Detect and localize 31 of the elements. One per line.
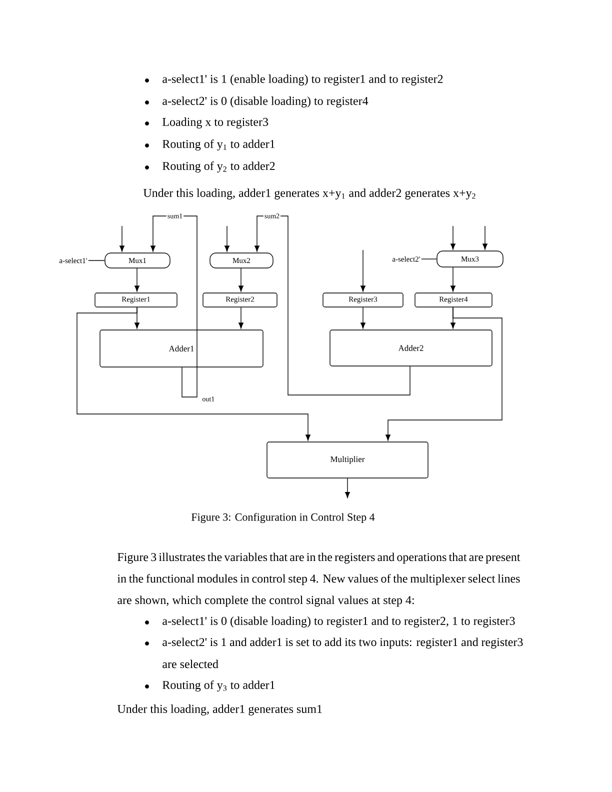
arrow (150, 216, 198, 398)
list-item: a-select1' is 1 (enable loading) to register1 and to register2 (162, 74, 443, 86)
arrow (238, 268, 244, 292)
list-item: a-select1' is 0 (disable loading) to register1 and to register2, 1 to register3 (162, 616, 515, 628)
arrow (450, 267, 456, 292)
list-item: a-select2' is 0 (disable loading) to register4 (162, 96, 368, 108)
adder-box: Adder2 (330, 330, 492, 366)
adder-box: Adder1 (100, 330, 264, 368)
arrow (482, 226, 488, 250)
multiplier-box: Multiplier (266, 442, 428, 478)
arrow (386, 307, 502, 441)
arrow (360, 250, 366, 292)
list-item: Routing of y$_{1}$ to adder1 (162, 139, 275, 151)
body-text: Under this loading, adder1 generates x+y$_{1}$ and adder2 generates x+y$_{2}$ (143, 188, 476, 200)
arrow (76, 307, 310, 441)
connector-line (421, 258, 437, 260)
paragraph: Figure 3 illustrates the variables that are in the registers and operations that are present in the functional modules in control step 4. New values of the multiplexer select lines are shown, which complete the control signal values at step 4: (117, 552, 520, 607)
arrow (224, 226, 230, 252)
arrow (360, 307, 366, 329)
arrow (254, 216, 410, 396)
arrow (134, 268, 140, 292)
arrow (238, 307, 244, 329)
caption: Figure 3: Configuration in Control Step 4 (192, 512, 375, 524)
arrow (345, 478, 350, 498)
body-text: Under this loading, adder1 generates sum1 (117, 704, 322, 716)
arrow (120, 226, 124, 252)
arrow (450, 226, 456, 250)
list-item: Routing of y$_{2}$ to adder2 (162, 161, 275, 173)
list-item: Loading x to register3 (162, 118, 268, 128)
list-item: Routing of y$_{3}$ to adder1 (162, 680, 275, 692)
connector-line (88, 260, 105, 261)
